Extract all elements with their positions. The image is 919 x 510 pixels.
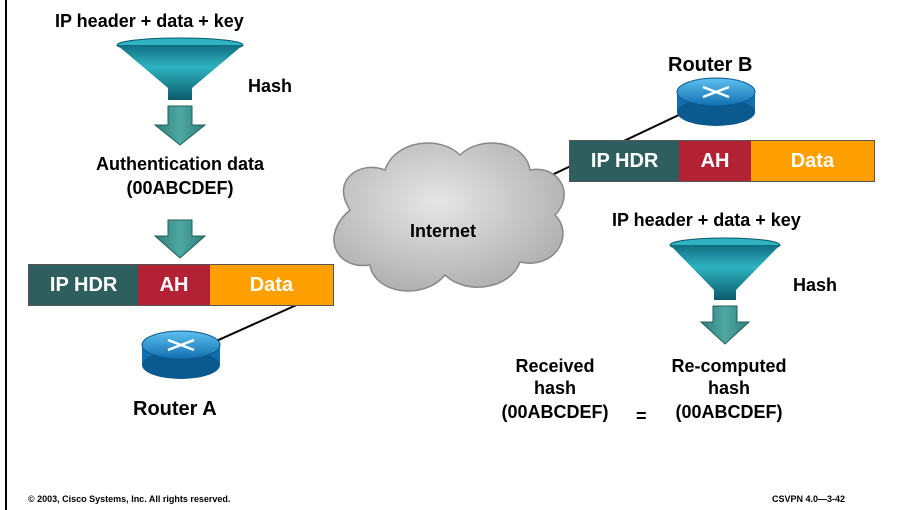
course-id-footer: CSVPN 4.0—3-42	[772, 494, 846, 504]
data-segment: Data	[209, 265, 333, 305]
internet-label: Internet	[410, 221, 477, 241]
router-b-label: Router B	[668, 54, 753, 76]
down-arrow-icon-left-1	[153, 105, 207, 146]
ip-hdr-segment: IP HDR	[29, 265, 139, 305]
equals-sign: =	[636, 406, 647, 426]
router-a-label: Router A	[133, 398, 217, 420]
copyright-footer: © 2003, Cisco Systems, Inc. All rights r…	[28, 494, 231, 504]
internet-cloud-icon	[333, 142, 565, 292]
packet-left: IP HDR AH Data	[28, 264, 334, 306]
down-arrow-icon-right	[699, 305, 751, 345]
recomputed-hash-line1: Re-computed	[671, 356, 787, 376]
left-input-label: IP header + data + key	[55, 11, 244, 31]
ip-hdr-segment: IP HDR	[570, 141, 680, 181]
hash-funnel-icon-left	[116, 37, 244, 100]
left-hash-label: Hash	[248, 76, 293, 96]
router-b-icon	[676, 77, 756, 126]
hash-funnel-icon-right	[669, 237, 781, 300]
router-a-icon	[141, 330, 221, 379]
ah-segment: AH	[679, 141, 751, 181]
auth-data-label-line1: Authentication data	[95, 154, 264, 174]
ah-segment: AH	[138, 265, 210, 305]
received-hash-value: (00ABCDEF)	[501, 402, 609, 422]
right-input-label: IP header + data + key	[612, 210, 801, 230]
recomputed-hash-value: (00ABCDEF)	[675, 402, 783, 422]
data-segment: Data	[750, 141, 874, 181]
auth-data-label-line2: (00ABCDEF)	[126, 178, 234, 198]
right-hash-label: Hash	[793, 275, 838, 295]
received-hash-line1: Received	[515, 356, 595, 376]
down-arrow-icon-left-2	[153, 219, 207, 259]
recomputed-hash-line2: hash	[707, 378, 750, 398]
packet-right: IP HDR AH Data	[569, 140, 875, 182]
received-hash-line2: hash	[533, 378, 576, 398]
slide-frame	[5, 0, 919, 510]
